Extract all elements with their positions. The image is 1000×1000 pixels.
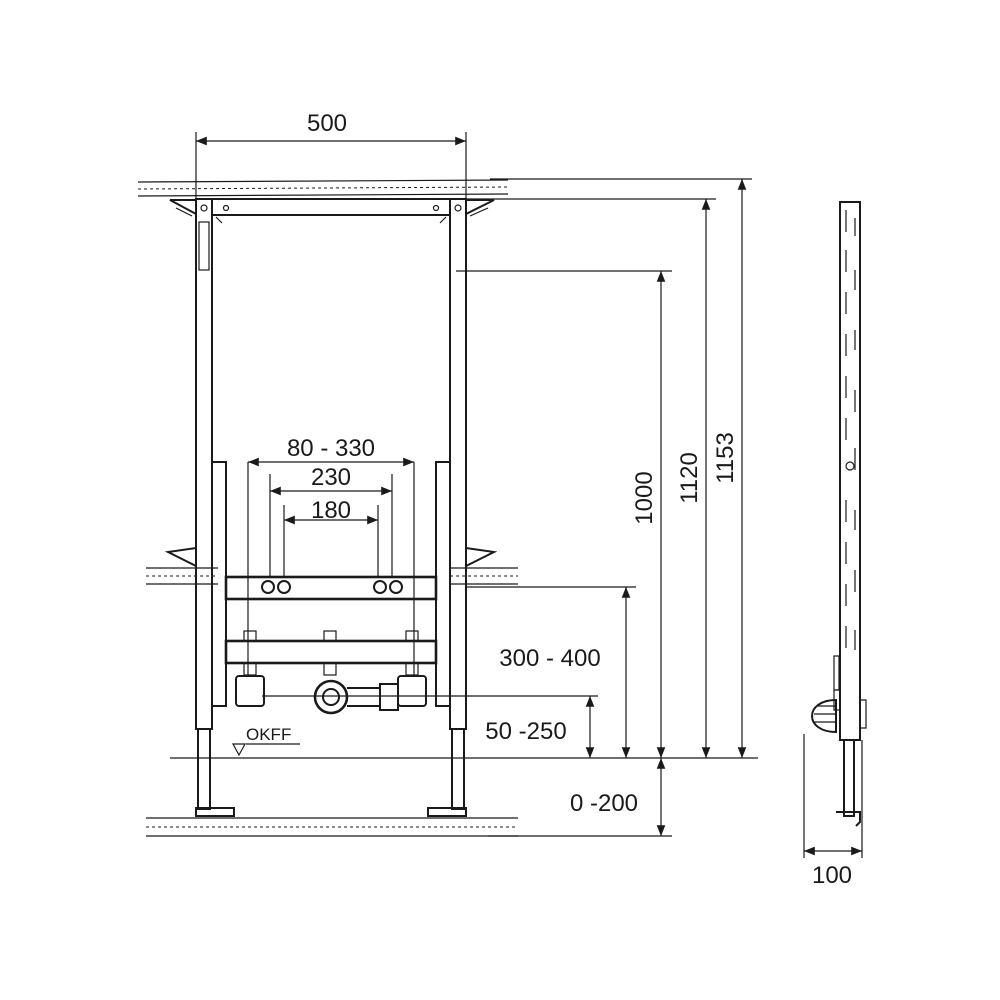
dim-frame-depth-label: 100 [812, 862, 852, 889]
dim-height-top-bar-label: 1120 [676, 452, 703, 504]
dim-drain-height-label: 50 -250 [485, 718, 566, 745]
dimension-frame-depth: 100 [803, 734, 863, 889]
dim-frame-width-label: 500 [307, 110, 347, 137]
ceiling-band [137, 179, 509, 197]
dim-height-mid-label: 1000 [631, 471, 658, 524]
dim-mount-spacing-outer-label: 230 [311, 464, 351, 491]
dim-floor-build-label: 0 -200 [570, 790, 638, 817]
dimension-floor-build: 0 -200 [488, 758, 672, 837]
wall-bracket-mid-left [164, 546, 197, 568]
dim-mount-width-range-label: 80 - 330 [287, 435, 375, 462]
dim-height-total-label: 1153 [712, 432, 739, 484]
dimension-mount-width-range: 80 - 330 [248, 435, 414, 467]
wall-bracket-top-left [169, 199, 197, 217]
finished-floor-label: OKFF [246, 725, 291, 744]
wall-bracket-mid-right [465, 546, 498, 568]
frame-front-view [195, 198, 467, 817]
dimension-mount-spacing-inner: 180 [283, 497, 379, 577]
dimension-drain-height: 50 -250 [262, 695, 598, 758]
dim-mount-spacing-inner-label: 180 [311, 497, 351, 524]
dimension-mount-spacing-outer: 230 [270, 464, 392, 496]
wall-bracket-top-right [465, 199, 495, 217]
dim-supply-height-label: 300 - 400 [499, 645, 600, 672]
dimension-height-top-bar: 1120 [466, 198, 716, 758]
dimension-supply-height: 300 - 400 [466, 586, 636, 758]
mid-wall-band [146, 567, 518, 585]
dimension-frame-width: 500 [195, 110, 467, 199]
dimension-height-mid: 1000 [456, 270, 672, 758]
floor-band [146, 817, 518, 837]
dimension-height-total: 1153 [490, 178, 752, 758]
frame-side-view [811, 201, 867, 827]
